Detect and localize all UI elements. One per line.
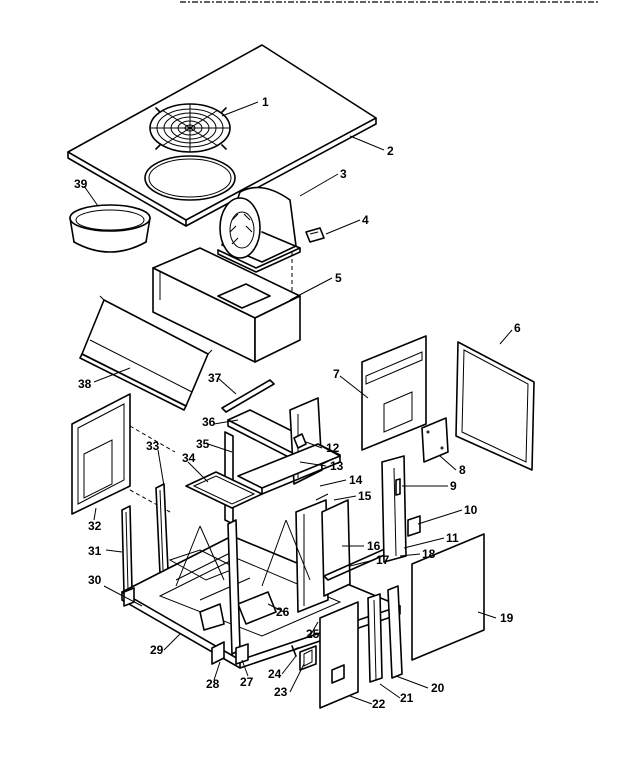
small-bracket	[305, 227, 325, 243]
callout-6: 6	[514, 321, 521, 335]
callout-16: 16	[367, 539, 381, 553]
callout-9: 9	[450, 479, 457, 493]
callout-11: 11	[446, 531, 459, 545]
callout-28: 28	[206, 677, 220, 691]
right-corner-post	[381, 455, 407, 563]
top-rail	[221, 379, 275, 413]
right-inner-frame	[315, 493, 401, 597]
callout-5: 5	[335, 271, 342, 285]
angled-baffle	[79, 295, 213, 411]
callout-18: 18	[422, 547, 436, 561]
callout-37: 37	[208, 371, 222, 385]
corner-brackets	[123, 587, 249, 665]
callout-labels: 1 2 3 4 5 6 7 8 9 10 11 12 13 14 15 16 1…	[74, 95, 521, 711]
callout-17: 17	[376, 553, 390, 567]
callout-20: 20	[431, 681, 445, 695]
callout-10: 10	[464, 503, 478, 517]
callout-3: 3	[340, 167, 347, 181]
callout-29: 29	[150, 643, 164, 657]
callout-27: 27	[240, 675, 254, 689]
latch	[291, 645, 317, 671]
callout-24: 24	[268, 667, 282, 681]
callout-14: 14	[349, 473, 363, 487]
callout-15: 15	[358, 489, 372, 503]
right-side-panel	[411, 533, 485, 661]
callout-39: 39	[74, 177, 88, 191]
callout-32: 32	[88, 519, 102, 533]
callout-38: 38	[78, 377, 92, 391]
callout-1: 1	[262, 95, 269, 109]
callout-19: 19	[500, 611, 514, 625]
callout-34: 34	[182, 451, 196, 465]
center-posts	[175, 499, 329, 655]
left-side-panel	[71, 393, 131, 515]
blower-deck	[152, 247, 301, 363]
orifice-ring	[69, 204, 151, 253]
callout-8: 8	[459, 463, 466, 477]
callout-30: 30	[88, 573, 102, 587]
callout-31: 31	[88, 544, 102, 558]
callout-2: 2	[387, 144, 394, 158]
blower-housing	[217, 186, 301, 273]
callout-35: 35	[196, 437, 210, 451]
control-panel	[361, 335, 427, 451]
small-plate	[407, 515, 421, 537]
callout-36: 36	[202, 415, 216, 429]
access-panel	[455, 341, 535, 471]
callout-12: 12	[326, 441, 340, 455]
callout-25: 25	[306, 627, 320, 641]
cover-plate	[421, 417, 449, 463]
callout-13: 13	[330, 459, 344, 473]
fan-guard	[149, 103, 231, 153]
callout-23: 23	[274, 685, 288, 699]
callout-7: 7	[333, 367, 340, 381]
clip	[293, 433, 307, 449]
callout-26: 26	[276, 605, 290, 619]
left-corner-posts	[121, 483, 169, 595]
callout-22: 22	[372, 697, 386, 711]
callout-33: 33	[146, 439, 160, 453]
cross-member	[237, 443, 341, 495]
callout-4: 4	[362, 213, 369, 227]
top-panel-opening	[144, 155, 236, 201]
door-panel	[319, 601, 359, 709]
vertical-strips	[367, 585, 403, 683]
top-panel	[67, 44, 377, 227]
callout-21: 21	[400, 691, 414, 705]
leader-lines	[83, 101, 513, 705]
